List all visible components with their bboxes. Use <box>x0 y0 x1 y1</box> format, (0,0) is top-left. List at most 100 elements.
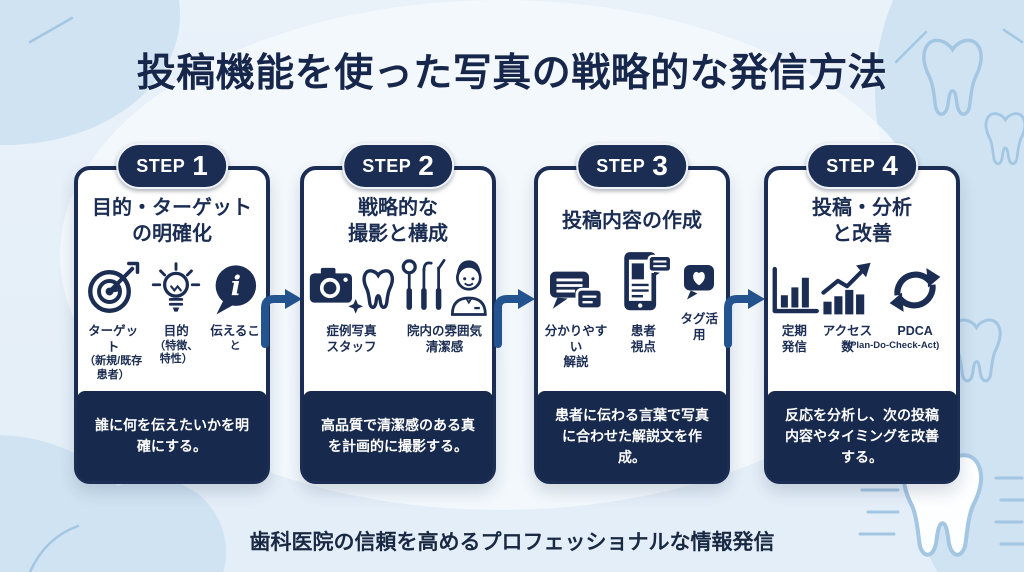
item-purpose: 目的 （特徴、 特性） <box>150 250 202 383</box>
item-label: 定期 発信 <box>782 324 807 355</box>
step-1-badge: STEP 1 <box>116 143 228 189</box>
label-line: 特性） <box>159 353 193 366</box>
label-line: 発信 <box>781 339 807 354</box>
step-3-items: 分かりやすい 解説 <box>538 250 726 371</box>
item-label: ターゲット （新規/既存 患者） <box>82 324 144 383</box>
step-2-description: 高品質で清潔感のある真を計画的に撮影する。 <box>303 391 493 481</box>
item-access-count: アクセス数 <box>821 250 872 355</box>
item-patient-perspective: 患者 視点 <box>616 250 673 371</box>
step-1-description: 誰に何を伝えたいかを明確にする。 <box>77 391 267 481</box>
label-line: タグ活用 <box>680 312 719 342</box>
arrow-step3-to-step4 <box>724 289 765 348</box>
step-2-items: 症例写真 スタッフ <box>304 250 492 355</box>
arrow-step2-to-step3 <box>494 289 535 348</box>
info-bubble-icon: i <box>215 265 257 315</box>
step-badge-number: 1 <box>192 150 208 181</box>
step-badge-label: STEP <box>826 155 876 176</box>
item-label: 分かりやすい 解説 <box>542 324 610 371</box>
item-label: 症例写真 スタッフ <box>326 324 376 355</box>
step-3-title: 投稿内容の作成 <box>538 194 726 248</box>
title-line: 投稿・分析 <box>812 197 912 219</box>
step-badge-number: 4 <box>882 150 898 181</box>
blob-circle-bottom-left <box>78 478 226 572</box>
step-2-title: 戦略的な 撮影と構成 <box>304 194 492 248</box>
label-line: 伝えるこ <box>210 324 260 338</box>
step-1-title: 目的・ターゲット の明確化 <box>78 194 266 248</box>
item-tags: タグ活用 <box>677 250 722 371</box>
label-line: 解説 <box>563 355 589 370</box>
heart-bubble-icon <box>684 265 715 300</box>
svg-text:i: i <box>231 271 241 302</box>
item-regular-posting: 定期 発信 <box>772 250 820 355</box>
footer-tagline: 歯科医院の信頼を高めるプロフェッショナルな情報発信 <box>249 531 775 554</box>
title-line: の明確化 <box>132 223 212 245</box>
label-line: スタッフ <box>326 339 377 354</box>
step-4-items: 定期 発信 アクセス数 <box>768 250 956 355</box>
label-line: 清潔感 <box>425 339 464 354</box>
title-line: 目的・ターゲット <box>92 197 252 219</box>
label-line: アクセス数 <box>822 324 873 354</box>
label-line: 患者 <box>630 324 656 338</box>
label-line: （新規/既存 <box>84 355 143 368</box>
bar-chart-icon <box>772 266 820 314</box>
item-label: 患者 視点 <box>631 324 656 355</box>
step-4-card: STEP 4 投稿・分析 と改善 定期 発信 <box>764 143 960 484</box>
step-2-card: STEP 2 戦略的な 撮影と構成 <box>300 143 496 484</box>
step-3-card: STEP 3 投稿内容の作成 <box>534 143 730 484</box>
step-4-description: 反応を分析し、次の投稿内容やタイミングを改善する。 <box>767 391 957 481</box>
target-icon <box>88 261 140 313</box>
title-line: 戦略的な <box>358 197 438 219</box>
step-badge-label: STEP <box>362 155 412 176</box>
access-growth-icon <box>821 262 872 315</box>
item-case-photos: 症例写真 スタッフ <box>308 250 395 355</box>
item-label: 院内の雰囲気 清潔感 <box>407 324 482 355</box>
item-label: PDCA (Plan-Do-Check-Act) <box>847 324 961 352</box>
step-3-badge: STEP 3 <box>576 143 688 189</box>
step-4-badge: STEP 4 <box>806 143 918 189</box>
label-line: 視点 <box>630 339 656 354</box>
label-line: 目的 <box>163 324 189 338</box>
page-title: 投稿機能を使った写真の戦略的な発信方法 <box>136 52 888 95</box>
step-badge-label: STEP <box>596 155 646 176</box>
label-line: 患者） <box>96 369 130 381</box>
item-label: タグ活用 <box>677 312 722 343</box>
label-line: 症例写真 <box>326 324 377 338</box>
title-line: 撮影と構成 <box>348 223 448 245</box>
step-4-title: 投稿・分析 と改善 <box>768 194 956 248</box>
arrow-step1-to-step2 <box>261 289 302 348</box>
chat-bubbles-icon <box>550 271 604 311</box>
label-line: 分かりやすい <box>544 324 608 354</box>
dental-tools-staff-icon <box>401 259 487 316</box>
label-line: と <box>229 339 241 352</box>
item-pdca: PDCA (Plan-Do-Check-Act) <box>847 250 952 355</box>
step-badge-number: 2 <box>418 150 434 181</box>
pdca-cycle-icon <box>889 268 941 312</box>
item-target: ターゲット （新規/既存 患者） <box>82 250 144 383</box>
label-line: （特徴、 <box>154 339 199 352</box>
tooth-icon <box>361 269 394 309</box>
item-message: i 伝えるこ と <box>208 250 262 383</box>
label-line: PDCA <box>897 324 933 338</box>
step-1-items: ターゲット （新規/既存 患者） <box>78 250 266 383</box>
step-3-description: 患者に伝わる言葉で写真に合わせた解説文を作成。 <box>537 391 727 481</box>
label-line: ターゲット <box>88 324 139 354</box>
item-clear-explanation: 分かりやすい 解説 <box>542 250 610 371</box>
step-badge-number: 3 <box>652 150 668 181</box>
item-label: 伝えるこ と <box>210 324 260 353</box>
smartphone-bubble-icon <box>624 252 673 311</box>
camera-tooth-icon <box>309 267 394 314</box>
title-line: 投稿内容の作成 <box>562 210 702 232</box>
tooth-outline-right-small <box>984 112 1024 166</box>
staff-person-icon <box>450 260 487 316</box>
lightbulb-icon <box>152 262 201 312</box>
item-label: 目的 （特徴、 特性） <box>154 324 198 367</box>
sparkle-icon <box>347 299 363 314</box>
item-label: アクセス数 <box>823 324 872 355</box>
title-line: と改善 <box>832 223 892 245</box>
step-1-card: STEP 1 目的・ターゲット の明確化 <box>74 143 270 484</box>
label-line: (Plan-Do-Check-Act) <box>846 339 940 351</box>
label-line: 定期 <box>781 324 807 338</box>
label-line: 院内の雰囲気 <box>406 324 482 338</box>
step-2-badge: STEP 2 <box>342 143 454 189</box>
